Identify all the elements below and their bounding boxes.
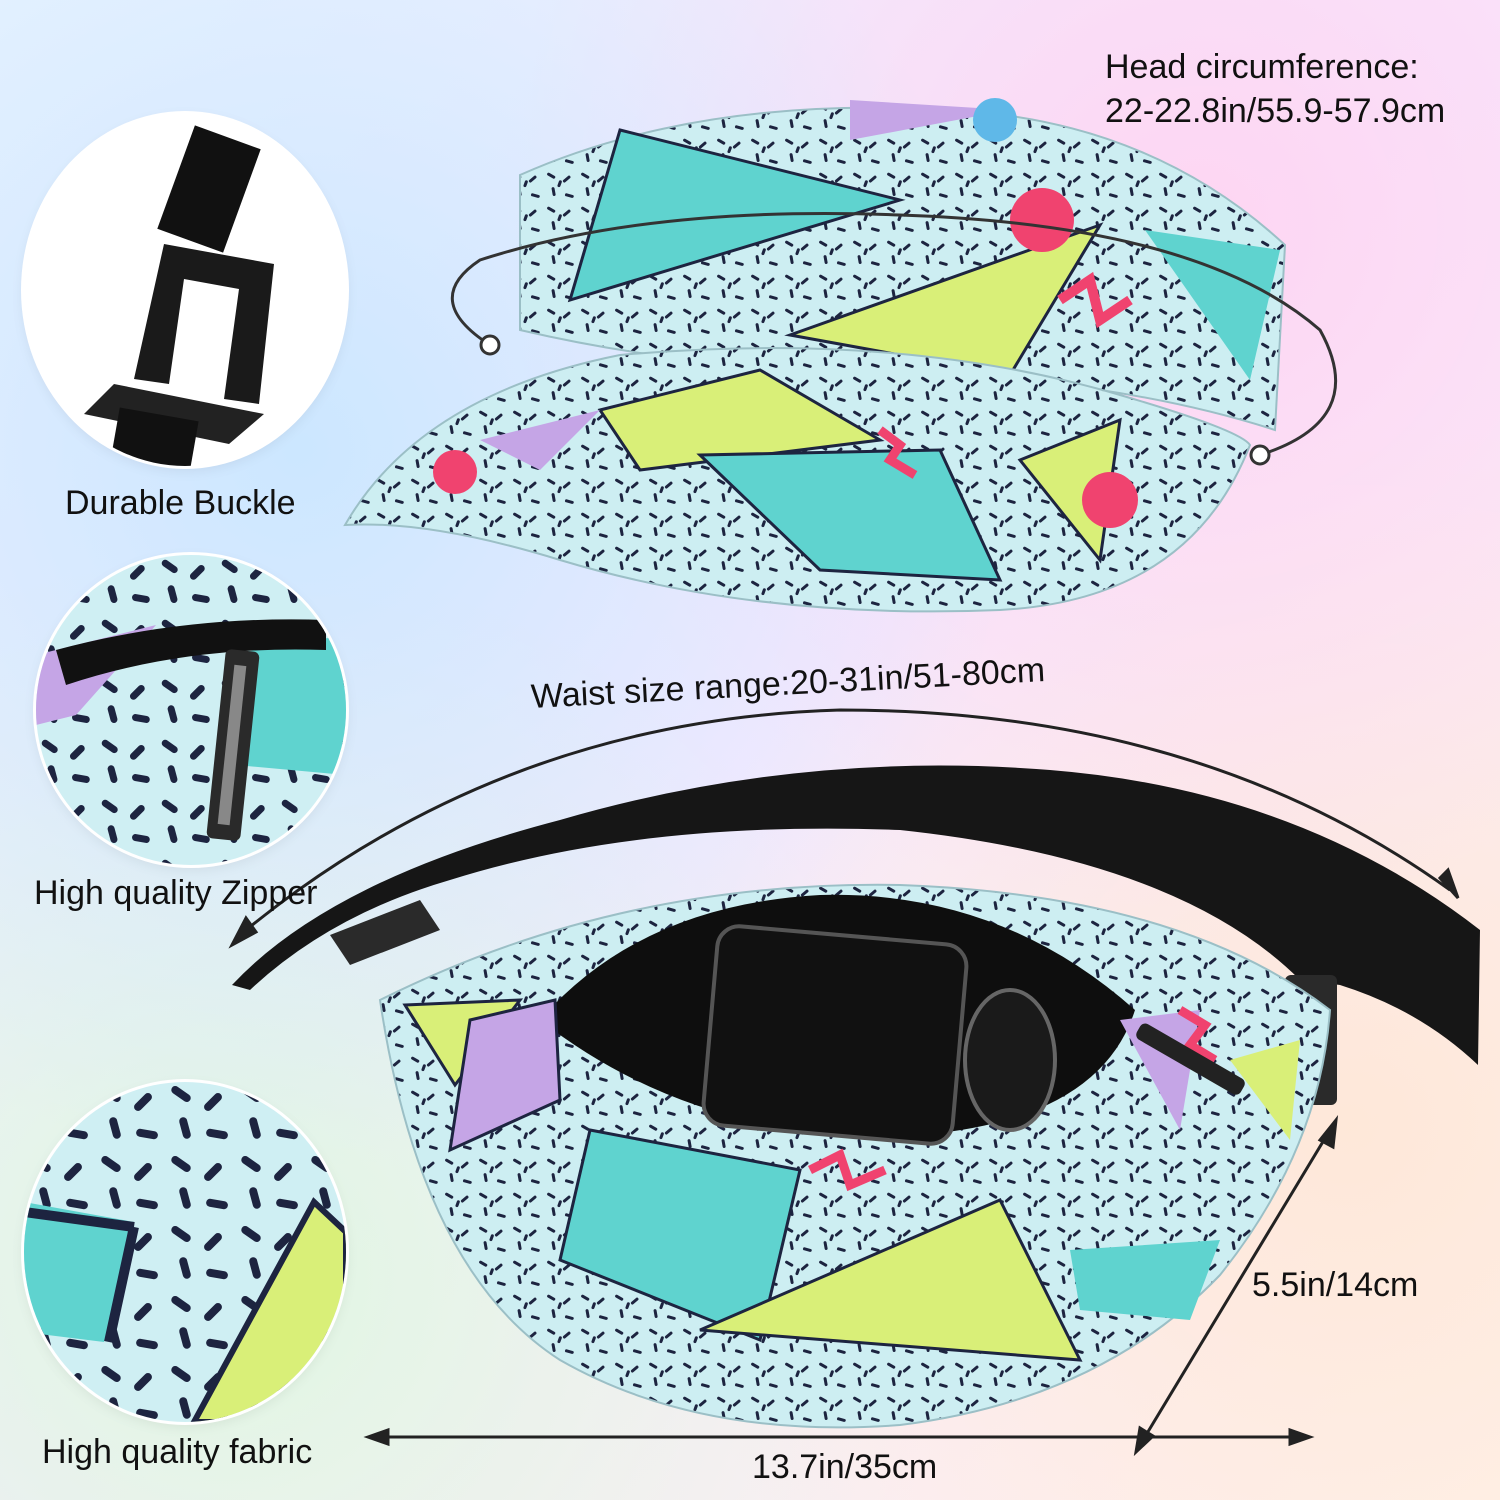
head-circumference-value: 22-22.8in/55.9-57.9cm [1105, 92, 1446, 130]
dimension-lines [228, 708, 1460, 1457]
zipper-icon [36, 555, 346, 865]
buckle-label: Durable Buckle [65, 484, 296, 522]
bag-width-label: 13.7in/35cm [752, 1448, 938, 1486]
visor [343, 98, 1338, 613]
fabric-label: High quality fabric [42, 1433, 313, 1471]
zipper-detail [36, 555, 346, 865]
buckle-icon [24, 114, 346, 466]
fabric-detail [24, 1082, 346, 1422]
waist-bag [232, 765, 1480, 1429]
buckle-detail [24, 114, 346, 466]
head-circumference-label: Head circumference: [1105, 48, 1419, 86]
fabric-pattern-icon [24, 1082, 346, 1422]
zipper-label: High quality Zipper [34, 874, 318, 912]
bag-height-label: 5.5in/14cm [1252, 1266, 1419, 1304]
